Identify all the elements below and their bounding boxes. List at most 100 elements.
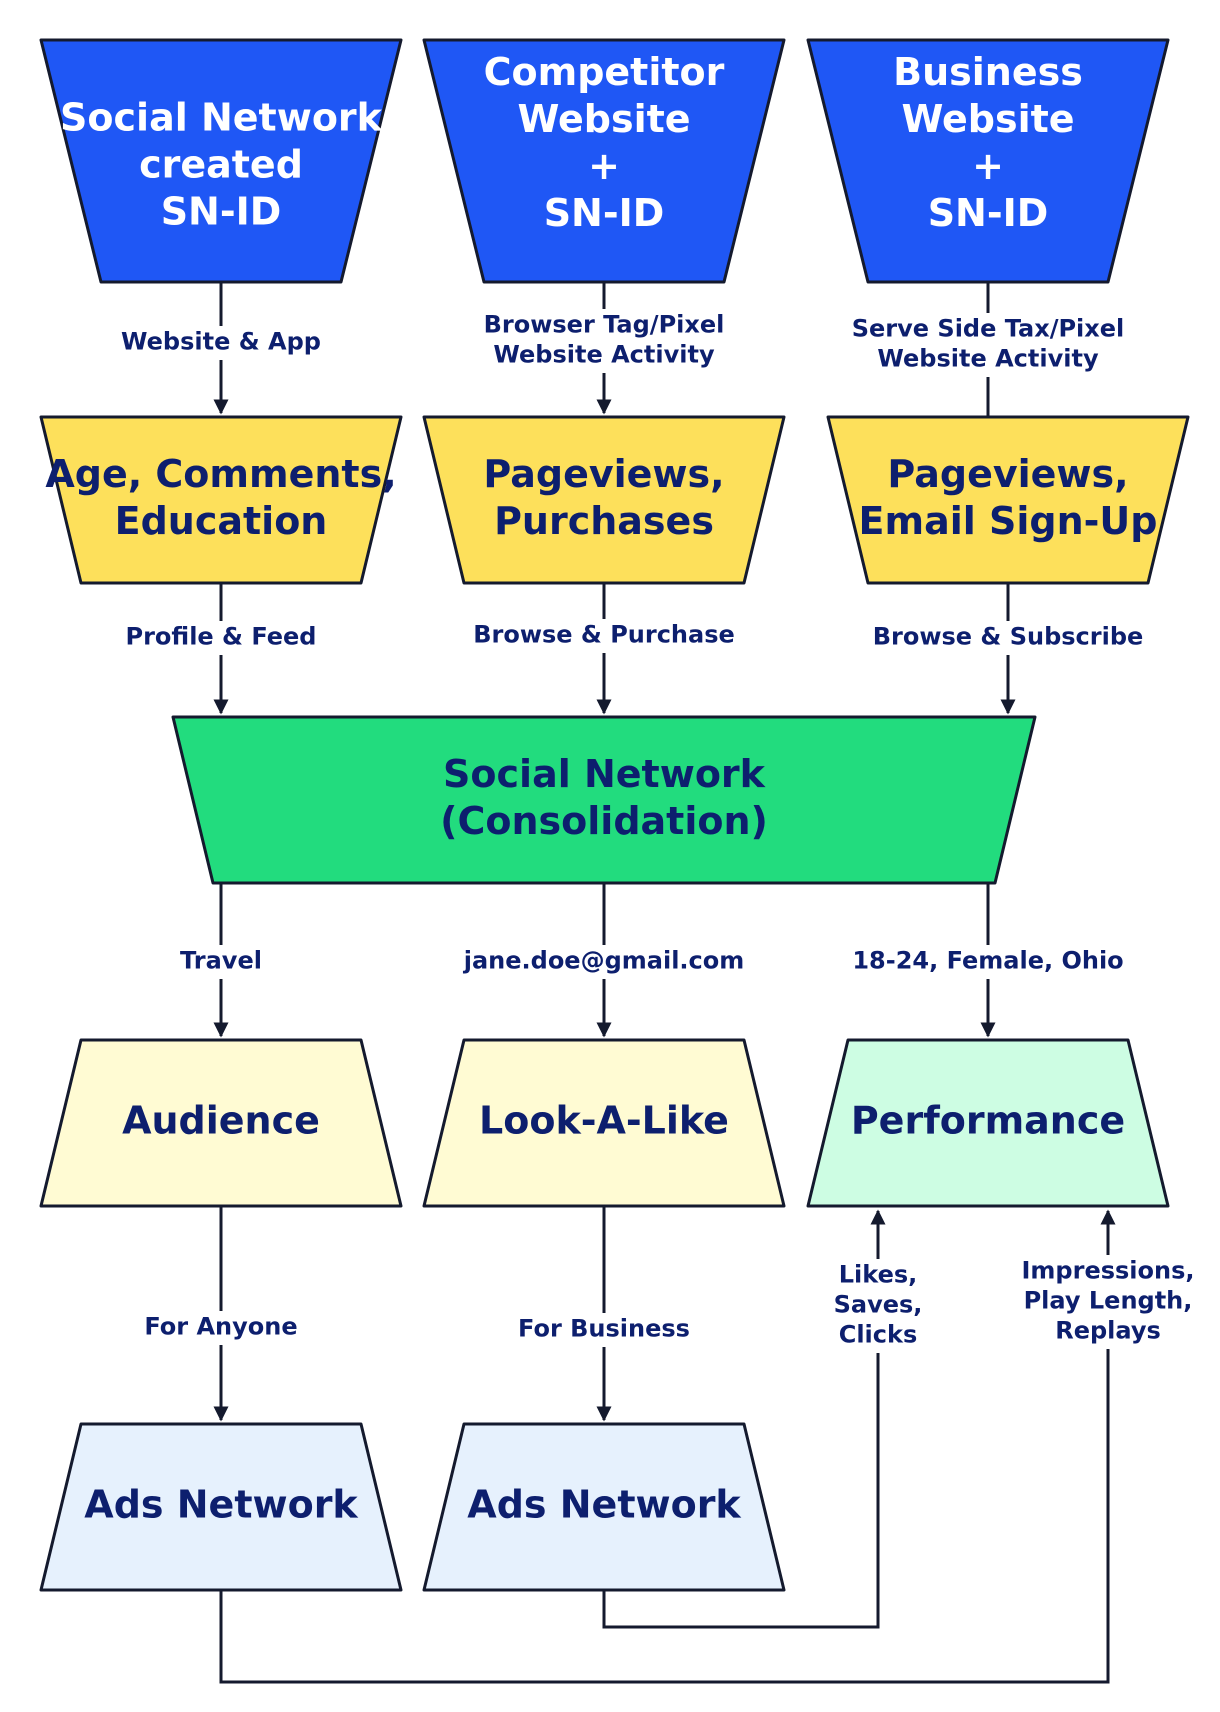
edge-label-email: jane.doe@gmail.com xyxy=(463,947,745,975)
edge-label-for-anyone: For Anyone xyxy=(144,1313,297,1341)
node-label-line: Social Network xyxy=(443,752,766,796)
node-shape xyxy=(39,38,403,284)
node-shape xyxy=(806,38,1170,284)
node-label-line: SN-ID xyxy=(928,191,1049,235)
node-label-line: Business xyxy=(893,50,1083,94)
edge-label-line: Likes, xyxy=(839,1261,918,1289)
node-label-line: + xyxy=(972,144,1004,188)
node-label: Social Network(Consolidation) xyxy=(440,752,768,843)
node-label-line: created xyxy=(139,142,303,186)
edge-label-bg xyxy=(870,621,1146,655)
edge-label-website-app: Website & App xyxy=(121,328,321,356)
edge-label-line: Browse & Subscribe xyxy=(873,623,1144,651)
node-shape xyxy=(826,415,1190,585)
edge-label-bg xyxy=(510,1313,698,1347)
edge-label-bg xyxy=(119,326,323,360)
node-label-line: Social Network xyxy=(60,95,383,139)
edge-label-bg xyxy=(473,619,735,653)
edge-label-line: Travel xyxy=(180,947,262,975)
node-label: Pageviews,Email Sign-Up xyxy=(859,452,1158,543)
edge-label-bg xyxy=(466,945,742,979)
edge-label-bg xyxy=(827,1259,929,1353)
node-label-line: Audience xyxy=(122,1098,320,1142)
edge-label-line: Website Activity xyxy=(877,345,1099,373)
node-lookalike: Look-A-Like xyxy=(422,1038,786,1208)
node-shape xyxy=(39,1038,403,1208)
node-performance: Performance xyxy=(806,1038,1170,1208)
edge-label-line: Impressions, xyxy=(1021,1257,1194,1285)
node-label-line: Pageviews, xyxy=(483,452,724,496)
node-label-line: (Consolidation) xyxy=(440,799,768,843)
node-label-line: Ads Network xyxy=(84,1482,358,1526)
edge-label-line: Browser Tag/Pixel xyxy=(484,311,725,339)
edge-label-browse-subscribe: Browse & Subscribe xyxy=(873,623,1144,651)
node-label-line: Education xyxy=(115,499,328,543)
edge-label-line: Browse & Purchase xyxy=(473,621,735,649)
node-label: Ads Network xyxy=(84,1482,358,1526)
edge-label-bg xyxy=(170,945,272,979)
edge-label-line: Play Length, xyxy=(1024,1287,1193,1315)
node-label-line: Website xyxy=(517,97,690,141)
edge-label-bg xyxy=(843,945,1133,979)
node-shape xyxy=(422,1038,786,1208)
connector-impressions xyxy=(219,1209,1116,1684)
node-label-line: Purchases xyxy=(494,499,714,543)
node-ads-network-2: Ads Network xyxy=(422,1422,786,1592)
edge-label-line: 18-24, Female, Ohio xyxy=(852,947,1123,975)
edge-label-impressions: Impressions,Play Length,Replays xyxy=(1021,1257,1194,1345)
node-shape xyxy=(806,1038,1170,1208)
edge-label-line: For Anyone xyxy=(144,1313,297,1341)
edge-label-likes: Likes,Saves,Clicks xyxy=(834,1261,923,1349)
node-pageviews-purchases: Pageviews,Purchases xyxy=(422,415,786,585)
node-shape xyxy=(39,415,403,585)
node-pageviews-email: Pageviews,Email Sign-Up xyxy=(826,415,1190,585)
node-label: Performance xyxy=(851,1098,1125,1142)
edge-label-bg xyxy=(1014,1255,1202,1349)
edge-label-profile-feed: Profile & Feed xyxy=(125,623,316,651)
edge-label-for-business: For Business xyxy=(518,1315,690,1343)
node-age-comments: Age, Comments,Education xyxy=(39,415,403,585)
edge-label-line: Website Activity xyxy=(493,341,715,369)
node-label-line: Competitor xyxy=(484,50,725,94)
node-label-line: Performance xyxy=(851,1098,1125,1142)
edge-label-line: Saves, xyxy=(834,1291,923,1319)
node-label-line: Pageviews, xyxy=(887,452,1128,496)
edge-label-bg xyxy=(141,1311,301,1345)
node-label-line: Age, Comments, xyxy=(45,452,396,496)
node-label-line: + xyxy=(588,144,620,188)
node-consolidation: Social Network(Consolidation) xyxy=(171,715,1037,885)
node-label: Audience xyxy=(122,1098,320,1142)
edge-label-line: Clicks xyxy=(839,1321,918,1349)
edge-label-travel: Travel xyxy=(180,947,262,975)
edge-label-demographics: 18-24, Female, Ohio xyxy=(852,947,1123,975)
edge-label-bg xyxy=(836,313,1140,377)
edge-label-bg xyxy=(473,309,735,373)
edge-label-line: jane.doe@gmail.com xyxy=(463,947,745,975)
node-label-line: Ads Network xyxy=(467,1482,741,1526)
node-label-line: SN-ID xyxy=(544,191,665,235)
node-label-line: Look-A-Like xyxy=(479,1098,729,1142)
edge-label-line: Replays xyxy=(1055,1317,1161,1345)
node-ads-network-1: Ads Network xyxy=(39,1422,403,1592)
node-label: Pageviews,Purchases xyxy=(483,452,724,543)
node-label: Age, Comments,Education xyxy=(45,452,396,543)
edge-label-bg xyxy=(112,621,330,655)
node-label-line: Email Sign-Up xyxy=(859,499,1158,543)
connector-likes xyxy=(602,1209,886,1629)
node-audience: Audience xyxy=(39,1038,403,1208)
edge-label-line: Serve Side Tax/Pixel xyxy=(852,315,1125,343)
node-shape xyxy=(171,715,1037,885)
node-label-line: Website xyxy=(901,97,1074,141)
node-shape xyxy=(39,1422,403,1592)
node-shape xyxy=(422,415,786,585)
node-label-line: SN-ID xyxy=(161,189,282,233)
edge-label-line: Profile & Feed xyxy=(125,623,316,651)
